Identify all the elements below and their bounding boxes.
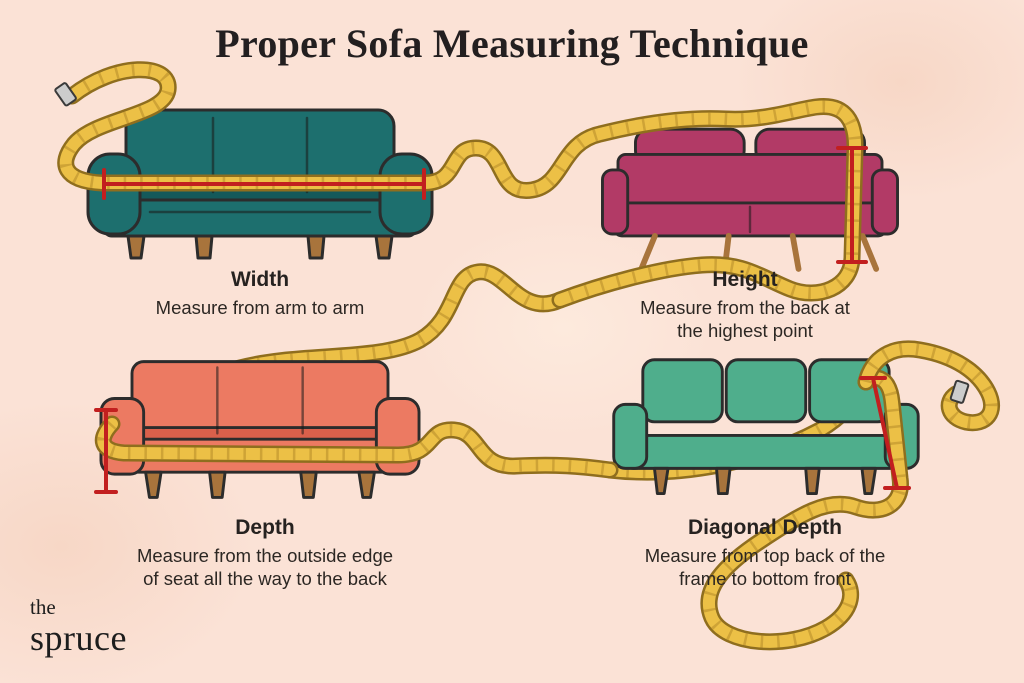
sofa-back [616,152,884,207]
sofa-legs [126,234,394,260]
diagonal-depth-description: Measure from top back of the frame to bo… [644,545,886,590]
sofa-arm-left [601,168,630,236]
sofa-depth-body [99,360,421,476]
sofa-arm-left [99,397,146,476]
sofa-height-illustration [601,127,899,272]
width-description: Measure from arm to arm [155,297,365,318]
sofa-back [124,108,396,196]
sofa-arm-right [883,402,920,470]
sofa-back-pillow [724,358,808,424]
sofa-legs [652,466,877,496]
width-label: Width [230,268,290,291]
section-diagonal-depth: Diagonal Depth Measure from top back of … [575,516,955,590]
page-title: Proper Sofa Measuring Technique [215,21,809,66]
diagonal-depth-label: Diagonal Depth [687,516,842,539]
sofa-base [102,198,418,238]
tape-end-tip-right [949,379,970,404]
sofa-base [109,437,411,474]
height-label: Height [712,268,778,291]
sofa-arm-right [870,168,899,236]
brand-logo: the spruce [30,595,127,658]
sofa-width-illustration [86,108,434,260]
sofa-diagonal-depth-illustration [612,358,920,496]
sofa-legs [144,470,376,499]
section-height: Height Measure from the back at the high… [575,268,915,342]
sofa-arm-left [86,152,142,236]
sofa-arm-left [612,402,649,470]
sofa-depth-illustration [99,360,421,499]
brand-logo-spruce: spruce [30,618,127,658]
section-width: Width Measure from arm to arm [90,268,430,319]
sofa-back-pillow [808,358,891,424]
height-description: Measure from the back at the highest poi… [640,297,850,342]
depth-label: Depth [235,516,295,539]
tape-end-tip-left [54,82,77,107]
sofa-legs [638,233,880,272]
sofa-back-pillow [641,358,724,424]
sofa-arm-right [374,397,421,476]
sofa-diagonal-body [612,358,920,470]
sofa-back [130,360,390,437]
section-depth: Depth Measure from the outside edge of s… [75,516,455,590]
sofa-seat [623,433,909,470]
depth-description: Measure from the outside edge of seat al… [136,545,394,590]
brand-logo-the: the [30,595,56,619]
sofa-arm-right [378,152,434,236]
sofa-width-body [86,108,434,238]
